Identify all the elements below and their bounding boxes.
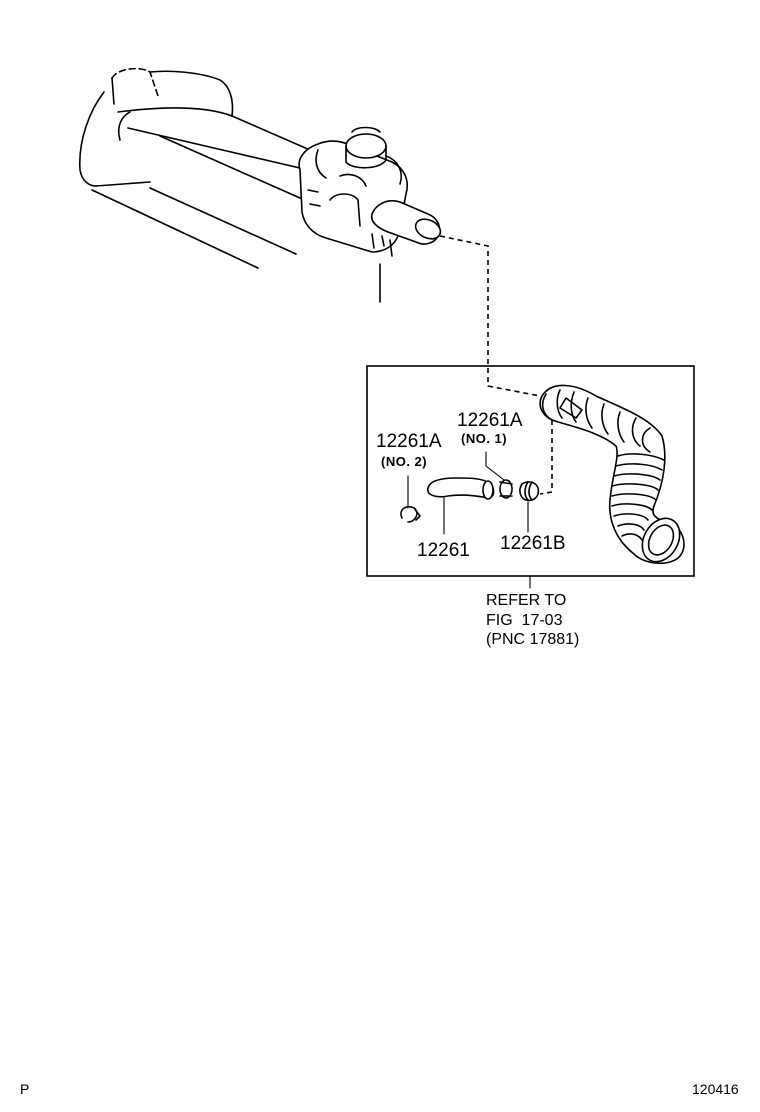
label-clamp-part: 12261B xyxy=(500,533,566,554)
reference-line-2: FIG 17-03 xyxy=(486,612,563,629)
clamp-12261b xyxy=(519,481,540,502)
label-clip-no2-part: 12261A xyxy=(376,431,442,452)
footer-right-code: 120416 xyxy=(692,1081,739,1097)
footer-left-code: P xyxy=(20,1081,29,1097)
engine-intake-illustration xyxy=(79,67,442,303)
label-clip-no2-note: (NO. 2) xyxy=(381,454,427,469)
reference-line-3: (PNC 17881) xyxy=(486,631,579,648)
air-intake-hose xyxy=(539,384,685,565)
label-clip-no1-part: 12261A xyxy=(457,410,523,431)
connection-leader-pipe-to-hose xyxy=(439,235,541,397)
leader-clip-no1 xyxy=(485,451,505,481)
reference-line-1: REFER TO xyxy=(486,592,566,609)
clip-no2 xyxy=(400,505,421,523)
connection-leader-hose-to-clamp xyxy=(539,420,553,495)
label-hose-part: 12261 xyxy=(417,540,470,561)
small-hose-12261 xyxy=(427,477,495,500)
label-clip-no1-note: (NO. 1) xyxy=(461,431,507,446)
clip-no1 xyxy=(499,479,513,499)
